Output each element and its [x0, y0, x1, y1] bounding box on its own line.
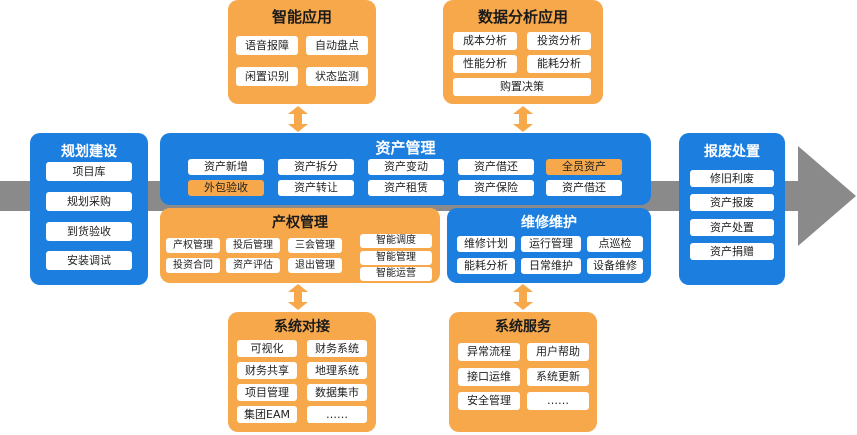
item-asset-borrow[interactable]: 资产借还: [458, 159, 534, 175]
item-system-update[interactable]: 系统更新: [527, 368, 589, 386]
item-data-mart[interactable]: 数据集市: [307, 384, 367, 401]
item-exit-management[interactable]: 退出管理: [288, 258, 342, 273]
item-smart-operation[interactable]: 智能运营: [360, 267, 432, 281]
connector-system-service: [513, 284, 533, 310]
item-asset-scrap[interactable]: 资产报废: [690, 194, 774, 211]
item-security-management[interactable]: 安全管理: [458, 392, 520, 410]
item-investment-contract[interactable]: 投资合同: [166, 258, 220, 273]
item-auto-inventory[interactable]: 自动盘点: [306, 36, 368, 55]
item-investment-analysis[interactable]: 投资分析: [527, 32, 591, 50]
item-installation[interactable]: 安装调试: [46, 251, 132, 270]
panel-asset-management: 资产管理 资产新增 资产拆分 资产变动 资产借还 全员资产 外包验收 资产转让 …: [160, 133, 651, 205]
item-performance-analysis[interactable]: 性能分析: [453, 55, 517, 73]
item-all-staff-assets[interactable]: 全员资产: [546, 159, 622, 175]
item-visualization[interactable]: 可视化: [237, 340, 297, 357]
item-cost-analysis[interactable]: 成本分析: [453, 32, 517, 50]
panel-system-integration: 系统对接 可视化 财务系统 财务共享 地理系统 项目管理 数据集市 集团EAM …: [228, 312, 376, 432]
item-daily-maintenance[interactable]: 日常维护: [521, 258, 581, 274]
item-exception-flow[interactable]: 异常流程: [458, 343, 520, 361]
item-asset-transfer[interactable]: 资产转让: [278, 180, 354, 196]
item-property-rights[interactable]: 产权管理: [166, 238, 220, 253]
item-asset-add[interactable]: 资产新增: [188, 159, 264, 175]
item-outsource-acceptance[interactable]: 外包验收: [188, 180, 264, 196]
item-finance-sharing[interactable]: 财务共享: [237, 362, 297, 379]
panel-title: 智能应用: [271, 8, 332, 26]
item-project-library[interactable]: 项目库: [46, 162, 132, 181]
item-energy-consumption[interactable]: 能耗分析: [457, 258, 515, 274]
item-energy-analysis[interactable]: 能耗分析: [527, 55, 591, 73]
item-three-meetings[interactable]: 三会管理: [288, 238, 342, 253]
item-smart-dispatch[interactable]: 智能调度: [360, 234, 432, 248]
panel-system-service: 系统服务 异常流程 用户帮助 接口运维 系统更新 安全管理 ……: [449, 312, 597, 432]
panel-title: 规划建设: [61, 144, 117, 160]
item-inspection[interactable]: 点巡检: [587, 236, 643, 252]
item-more-integration[interactable]: ……: [307, 406, 367, 423]
panel-title: 资产管理: [375, 139, 436, 157]
item-operation-management[interactable]: 运行管理: [521, 236, 581, 252]
item-more-service[interactable]: ……: [527, 392, 589, 410]
connector-data-analysis: [513, 106, 533, 132]
item-repair-reuse[interactable]: 修旧利废: [690, 170, 774, 187]
item-project-management[interactable]: 项目管理: [237, 384, 297, 401]
item-asset-insurance[interactable]: 资产保险: [458, 180, 534, 196]
panel-title: 产权管理: [272, 215, 328, 231]
item-status-monitor[interactable]: 状态监测: [306, 67, 368, 86]
panel-title: 系统对接: [274, 319, 330, 335]
panel-property-rights: 产权管理 产权管理 投后管理 三会管理 投资合同 资产评估 退出管理 智能调度 …: [160, 208, 440, 283]
item-smart-management[interactable]: 智能管理: [360, 251, 432, 265]
item-asset-return[interactable]: 资产借还: [546, 180, 622, 196]
item-interface-ops[interactable]: 接口运维: [458, 368, 520, 386]
item-equipment-repair[interactable]: 设备维修: [587, 258, 643, 274]
panel-title: 报废处置: [704, 144, 760, 160]
panel-scrap-disposal: 报废处置 修旧利废 资产报废 资产处置 资产捐赠: [679, 133, 785, 285]
item-asset-change[interactable]: 资产变动: [368, 159, 444, 175]
item-maintenance-plan[interactable]: 维修计划: [457, 236, 515, 252]
panel-title: 维修维护: [521, 215, 577, 231]
panel-planning: 规划建设 项目库 规划采购 到货验收 安装调试: [30, 133, 148, 285]
item-voice-report[interactable]: 语音报障: [236, 36, 298, 55]
item-asset-donation[interactable]: 资产捐赠: [690, 243, 774, 260]
item-asset-disposal[interactable]: 资产处置: [690, 219, 774, 236]
lifecycle-arrowhead: [798, 146, 856, 246]
connector-smart-apps: [288, 106, 308, 132]
item-asset-split[interactable]: 资产拆分: [278, 159, 354, 175]
item-purchase-decision[interactable]: 购置决策: [453, 78, 591, 96]
item-asset-evaluation[interactable]: 资产评估: [226, 258, 280, 273]
panel-title: 数据分析应用: [477, 8, 568, 26]
item-idle-detect[interactable]: 闲置识别: [236, 67, 298, 86]
item-user-help[interactable]: 用户帮助: [527, 343, 589, 361]
item-arrival-acceptance[interactable]: 到货验收: [46, 222, 132, 241]
panel-data-analysis: 数据分析应用 成本分析 投资分析 性能分析 能耗分析 购置决策: [443, 0, 603, 104]
item-group-eam[interactable]: 集团EAM: [237, 406, 297, 423]
item-finance-system[interactable]: 财务系统: [307, 340, 367, 357]
item-asset-lease[interactable]: 资产租赁: [368, 180, 444, 196]
panel-title: 系统服务: [495, 319, 551, 335]
connector-system-integration: [288, 284, 308, 310]
panel-smart-apps: 智能应用 语音报障 自动盘点 闲置识别 状态监测: [228, 0, 376, 104]
item-geo-system[interactable]: 地理系统: [307, 362, 367, 379]
panel-maintenance: 维修维护 维修计划 运行管理 点巡检 能耗分析 日常维护 设备维修: [447, 208, 651, 283]
item-planning-purchase[interactable]: 规划采购: [46, 192, 132, 211]
item-post-investment[interactable]: 投后管理: [226, 238, 280, 253]
